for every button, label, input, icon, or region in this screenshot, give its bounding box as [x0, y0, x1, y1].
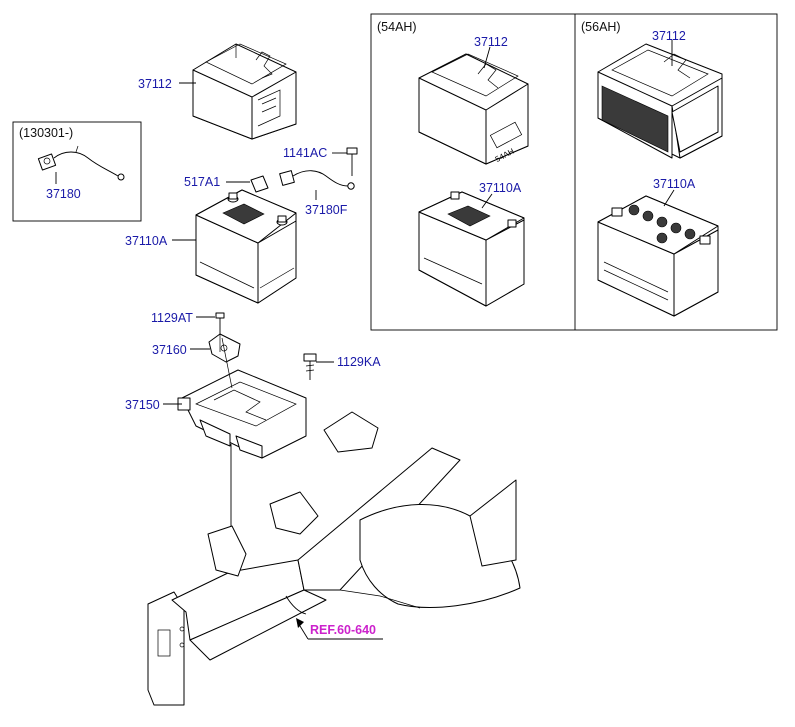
callout-37110a-54ah[interactable]: 37110A [479, 181, 522, 195]
callout-1129ka[interactable]: 1129KA [337, 355, 381, 369]
bolt-1141ac [346, 147, 358, 176]
cable-inset [37, 145, 125, 181]
battery-cover-56ah [597, 43, 723, 159]
callout-37112-56ah[interactable]: 37112 [652, 29, 686, 43]
bracket-37160 [208, 333, 241, 363]
battery-54ah [418, 191, 525, 307]
battery-56ah [597, 195, 719, 317]
callout-37160[interactable]: 37160 [152, 343, 187, 357]
callout-1129at[interactable]: 1129AT [151, 311, 193, 325]
label-517a1 [250, 175, 269, 193]
battery-cover-54ah: 54AH [418, 53, 529, 165]
callout-37110a-main[interactable]: 37110A [125, 234, 168, 248]
callout-37110a-56ah[interactable]: 37110A [653, 177, 696, 191]
inset-date-label: (130301-) [19, 126, 73, 140]
variant-56ah-label: (56AH) [581, 20, 621, 34]
bolt-1129at [215, 312, 225, 334]
cable-37180f [279, 170, 355, 190]
battery-cover-main [192, 43, 297, 140]
callout-37180f[interactable]: 37180F [305, 203, 348, 217]
variant-54ah-label: (54AH) [377, 20, 417, 34]
battery-main [195, 189, 297, 304]
inset-frame [12, 121, 142, 222]
tray-37150 [177, 337, 307, 459]
callout-37112-54ah[interactable]: 37112 [474, 35, 508, 49]
callout-37180-inset[interactable]: 37180 [46, 187, 81, 201]
reference-link[interactable]: REF.60-640 [310, 623, 376, 637]
callout-517a1[interactable]: 517A1 [184, 175, 220, 189]
bolt-1129ka [303, 353, 317, 380]
chassis-frame [147, 411, 521, 706]
callout-37150[interactable]: 37150 [125, 398, 160, 412]
variant-frame [370, 13, 778, 331]
callout-37112-main[interactable]: 37112 [138, 77, 172, 91]
callout-1141ac[interactable]: 1141AC [283, 146, 327, 160]
